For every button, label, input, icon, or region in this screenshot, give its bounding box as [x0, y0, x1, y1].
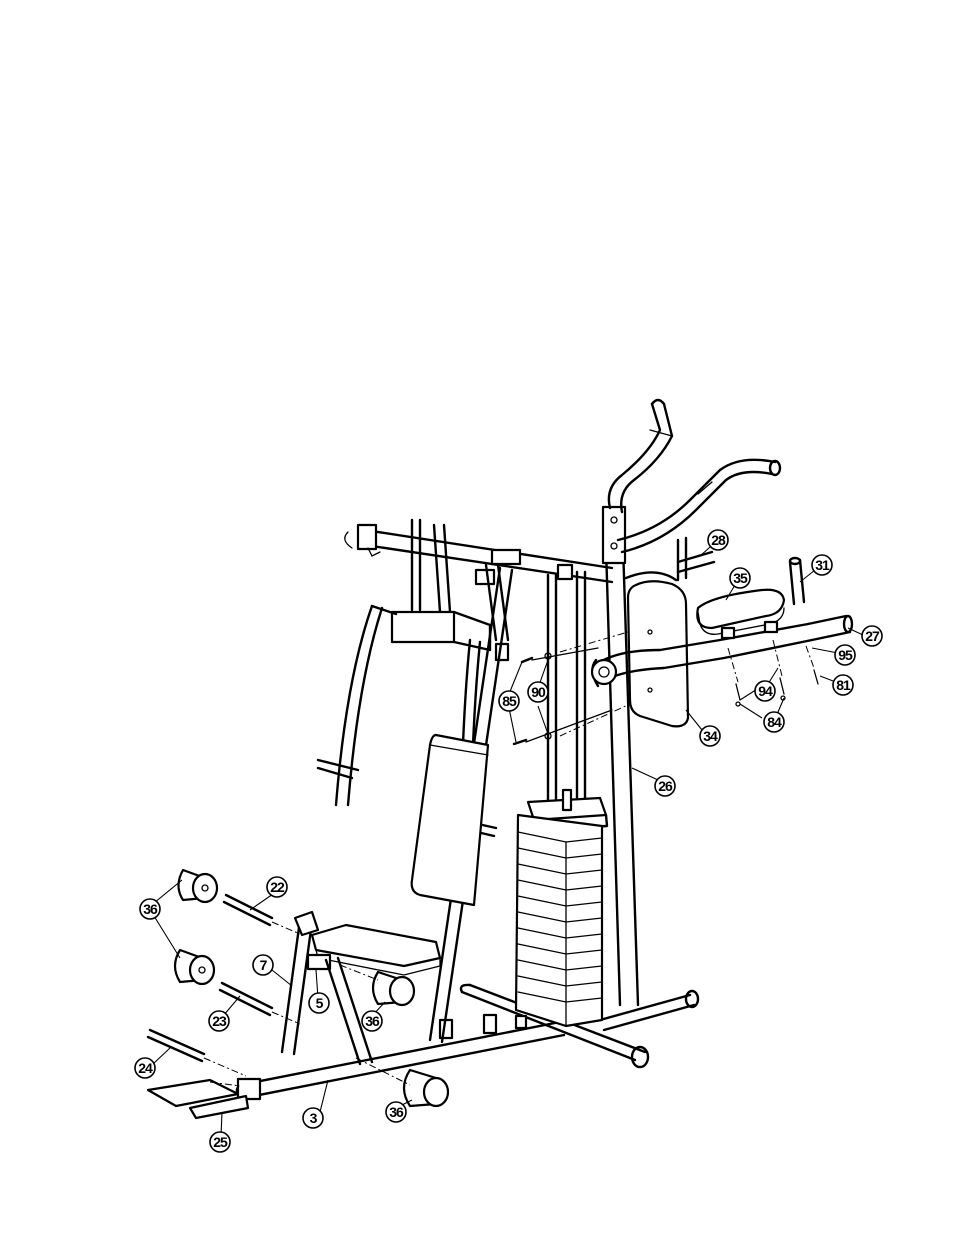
callout-28: 28	[707, 529, 729, 551]
callout-label: 5	[316, 995, 324, 1011]
bolts-85-90	[512, 631, 631, 746]
pec-arm-bar	[590, 536, 854, 707]
callout-36-seat: 36	[361, 1010, 383, 1032]
callout-3: 3	[302, 1107, 324, 1129]
callout-34: 34	[699, 725, 721, 747]
callout-23: 23	[208, 1010, 230, 1032]
callout-label: 34	[703, 728, 718, 744]
callout-label: 28	[711, 532, 726, 548]
base-frame	[235, 983, 700, 1101]
callout-label: 36	[389, 1104, 404, 1120]
callout-label: 84	[767, 714, 782, 730]
callout-label: 7	[260, 957, 268, 973]
callout-36-top: 36	[139, 898, 161, 920]
back-pad	[410, 733, 490, 907]
callout-90: 90	[527, 681, 549, 703]
callout-label: 27	[865, 628, 880, 644]
callout-label: 35	[733, 570, 748, 586]
callout-label: 24	[138, 1060, 153, 1076]
callout-81: 81	[832, 674, 854, 696]
callout-label: 3	[310, 1110, 318, 1126]
callout-26: 26	[654, 775, 676, 797]
callout-label: 36	[365, 1013, 380, 1029]
seat	[280, 910, 442, 1066]
callout-label: 94	[758, 683, 773, 699]
callout-7: 7	[252, 954, 274, 976]
callout-36-bottom: 36	[385, 1101, 407, 1123]
callout-94: 94	[754, 680, 776, 702]
callout-label: 85	[502, 693, 517, 709]
callout-label: 26	[658, 778, 673, 794]
weight-stack	[514, 570, 609, 1028]
leg-developer-parts	[146, 868, 450, 1120]
chest-pad	[624, 571, 690, 728]
callout-31: 31	[811, 554, 833, 576]
callout-label: 81	[836, 677, 851, 693]
callout-label: 25	[213, 1134, 228, 1150]
callout-25: 25	[209, 1131, 231, 1153]
callout-label: 95	[838, 647, 853, 663]
top-handlebar	[607, 398, 782, 554]
main-upright	[344, 505, 640, 1007]
callout-24: 24	[134, 1057, 156, 1079]
callout-27: 27	[861, 625, 883, 647]
callout-84: 84	[763, 711, 785, 733]
callout-label: 36	[143, 901, 158, 917]
callout-95: 95	[834, 644, 856, 666]
callout-label: 31	[815, 557, 830, 573]
callout-label: 90	[531, 684, 546, 700]
callout-label: 23	[212, 1013, 227, 1029]
callout-85: 85	[498, 690, 520, 712]
callout-22: 22	[266, 876, 288, 898]
callout-5: 5	[308, 992, 330, 1014]
callout-label: 22	[270, 879, 285, 895]
callout-35: 35	[729, 567, 751, 589]
